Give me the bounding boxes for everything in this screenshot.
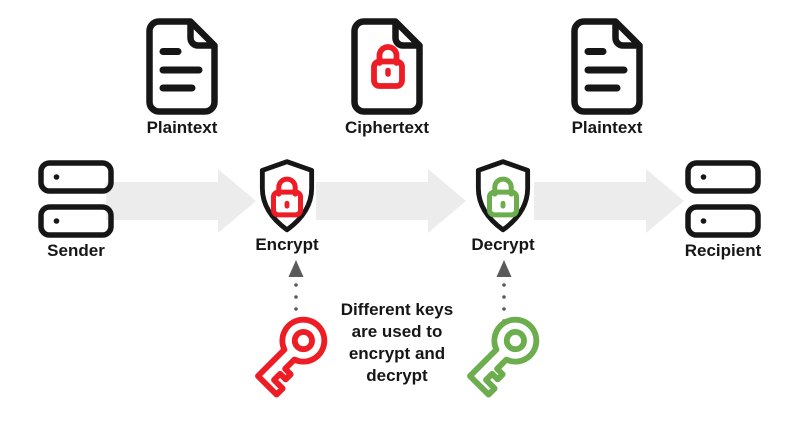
document-lock-icon xyxy=(351,18,423,115)
encrypt-figure: Encrypt xyxy=(227,158,347,255)
red-lock-icon xyxy=(371,44,405,89)
red-lock-icon xyxy=(270,176,304,218)
flow-arrow-2 xyxy=(316,169,466,233)
server-icon xyxy=(38,160,114,238)
flow-arrow-1 xyxy=(106,169,256,233)
dotted-arrow-decrypt xyxy=(496,260,512,323)
ciphertext-figure: Ciphertext xyxy=(327,18,447,138)
green-lock-icon xyxy=(486,176,520,218)
decrypt-label: Decrypt xyxy=(471,235,535,254)
plaintext-right-label: Plaintext xyxy=(571,118,643,137)
encrypt-label: Encrypt xyxy=(255,235,319,254)
sender-label: Sender xyxy=(47,241,105,260)
plaintext-right-figure: Plaintext xyxy=(547,18,667,138)
recipient-label: Recipient xyxy=(684,241,762,260)
server-icon xyxy=(685,160,761,238)
document-text-icon xyxy=(146,18,218,115)
plaintext-left-label: Plaintext xyxy=(146,118,218,137)
key-icon-encrypt xyxy=(255,316,328,398)
plaintext-left-figure: Plaintext xyxy=(122,18,242,138)
note-text: Different keys are used to encrypt and d… xyxy=(340,300,454,385)
ciphertext-label: Ciphertext xyxy=(344,118,430,137)
decrypt-figure: Decrypt xyxy=(443,158,563,255)
flow-arrow-3 xyxy=(534,169,684,233)
shield-lock-icon xyxy=(475,159,531,233)
recipient-figure: Recipient xyxy=(663,160,783,261)
key-icon-decrypt xyxy=(467,316,540,398)
sender-figure: Sender xyxy=(16,160,136,261)
shield-lock-icon xyxy=(259,159,315,233)
document-text-icon xyxy=(571,18,643,115)
